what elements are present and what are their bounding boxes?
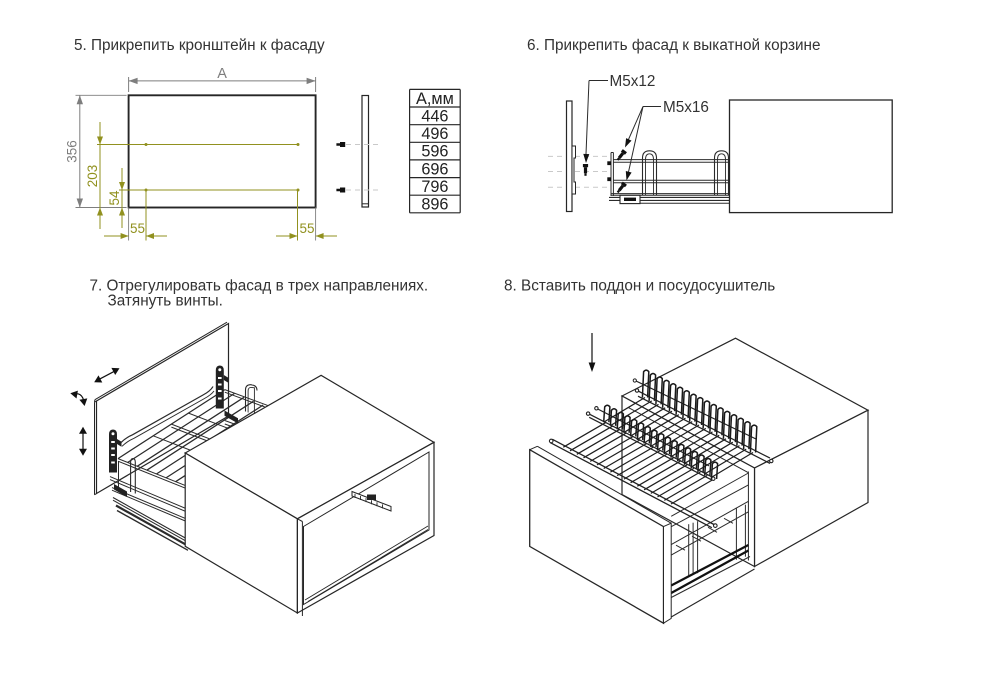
svg-text:55: 55 bbox=[130, 221, 145, 236]
svg-text:446: 446 bbox=[421, 107, 448, 125]
svg-text:М5х12: М5х12 bbox=[610, 73, 656, 90]
svg-text:Затянуть винты.: Затянуть винты. bbox=[108, 293, 223, 310]
svg-text:A: A bbox=[217, 66, 227, 82]
svg-text:6. Прикрепить фасад к выкатной: 6. Прикрепить фасад к выкатной корзине bbox=[527, 37, 820, 54]
svg-text:5. Прикрепить кронштейн к фаса: 5. Прикрепить кронштейн к фасаду bbox=[74, 37, 325, 54]
svg-text:А,мм: А,мм bbox=[416, 90, 454, 108]
svg-text:356: 356 bbox=[65, 140, 80, 163]
svg-text:М5х16: М5х16 bbox=[663, 99, 709, 116]
svg-text:896: 896 bbox=[421, 196, 448, 214]
svg-text:596: 596 bbox=[421, 143, 448, 161]
svg-text:496: 496 bbox=[421, 125, 448, 143]
svg-text:203: 203 bbox=[85, 165, 100, 188]
svg-text:696: 696 bbox=[421, 160, 448, 178]
svg-text:55: 55 bbox=[299, 221, 314, 236]
svg-text:8. Вставить поддон и посудосуш: 8. Вставить поддон и посудосушитель bbox=[504, 278, 775, 295]
svg-text:796: 796 bbox=[421, 178, 448, 196]
svg-text:54: 54 bbox=[107, 190, 122, 206]
